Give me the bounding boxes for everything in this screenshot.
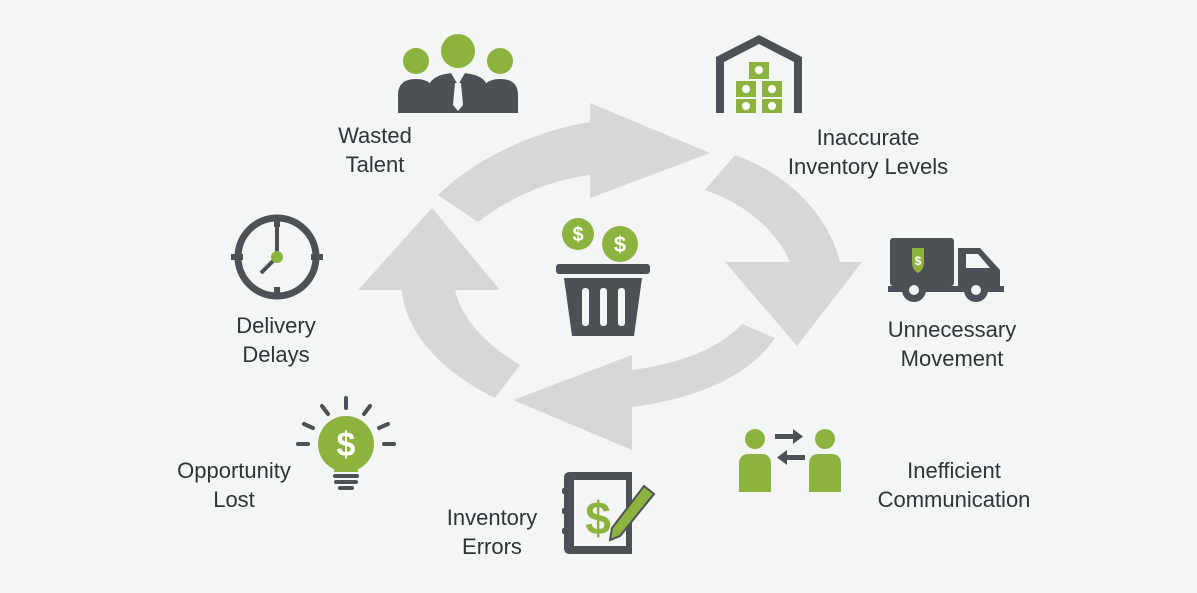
inaccurate-inventory-levels-label: Inaccurate Inventory Levels: [768, 123, 968, 181]
trash-bin-with-dollar-coins-icon: $ $: [556, 218, 650, 336]
label-line1: Delivery: [236, 313, 316, 338]
opportunity-lost-label: Opportunity Lost: [160, 456, 308, 514]
label-line2: Lost: [213, 487, 255, 512]
cycle-arrow-left: [358, 208, 520, 398]
inventory-errors-label: Inventory Errors: [432, 503, 552, 561]
cycle-arrow-top: [438, 103, 710, 222]
delivery-delays-label: Delivery Delays: [216, 311, 336, 369]
warehouse-boxes-icon: [716, 35, 802, 113]
svg-text:$: $: [585, 492, 611, 544]
wasted-talent-label: Wasted Talent: [318, 121, 432, 179]
clock-icon: [231, 214, 323, 300]
svg-text:$: $: [337, 426, 356, 464]
dollar-document-pencil-icon: $: [562, 472, 656, 554]
unnecessary-movement-label: Unnecessary Movement: [862, 315, 1042, 373]
team-people-icon: [398, 34, 518, 113]
inefficient-communication-label: Inefficient Communication: [858, 456, 1050, 514]
label-line2: Talent: [345, 152, 405, 177]
label-line2: Errors: [462, 534, 522, 559]
label-line2: Delays: [242, 342, 310, 367]
people-exchange-icon: [739, 429, 841, 492]
svg-text:$: $: [915, 254, 922, 268]
cycle-arrow-bottom: [513, 324, 775, 450]
delivery-truck-icon: $: [888, 238, 1004, 302]
label-line1: Opportunity: [177, 458, 291, 483]
label-line1: Unnecessary: [887, 317, 1017, 342]
svg-text:$: $: [614, 232, 626, 257]
label-line2: Communication: [877, 487, 1031, 512]
svg-text:$: $: [572, 224, 583, 246]
label-line2: Movement: [900, 346, 1004, 371]
cycle-arrow-right: [705, 155, 862, 346]
label-line1: Wasted: [338, 123, 412, 148]
label-line1: Inventory: [446, 505, 538, 530]
lightbulb-dollar-icon: $: [296, 396, 396, 490]
label-line2: Inventory Levels: [787, 154, 949, 179]
label-line1: Inaccurate: [816, 125, 920, 150]
label-line1: Inefficient: [907, 458, 1001, 483]
